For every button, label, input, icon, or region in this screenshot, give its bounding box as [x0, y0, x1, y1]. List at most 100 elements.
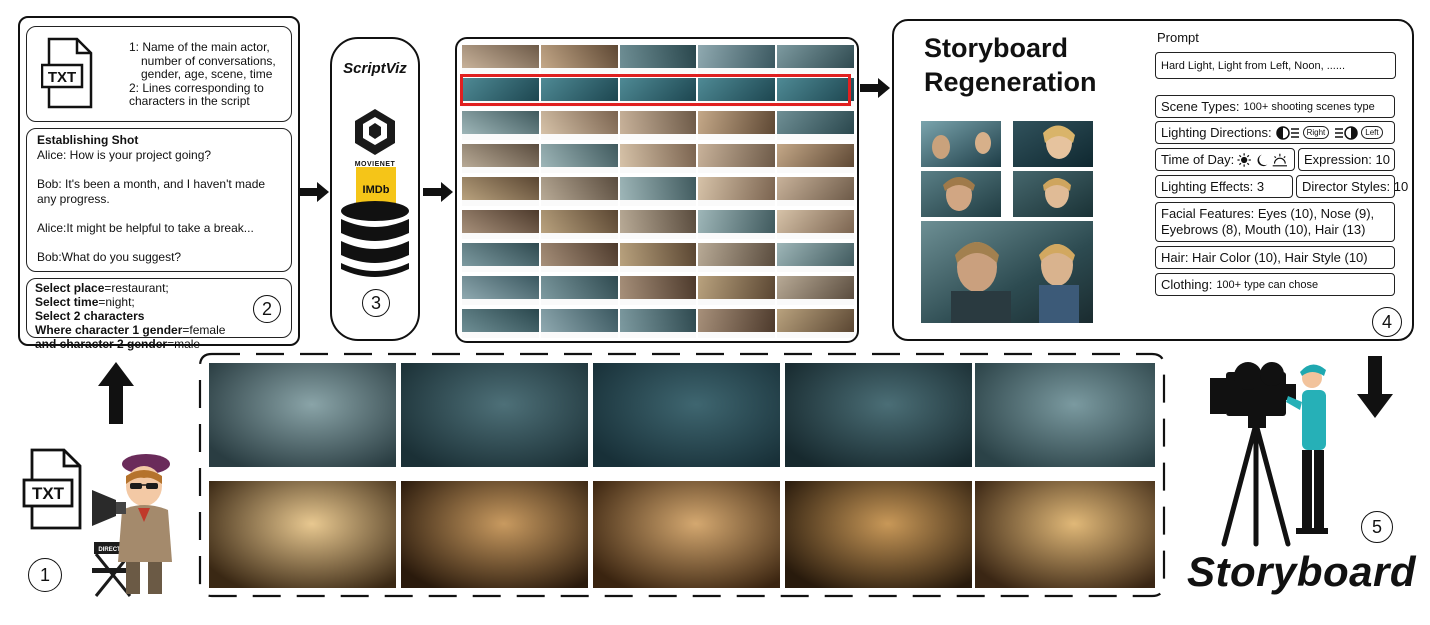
- storyboard-caption: Storyboard: [1187, 548, 1417, 595]
- thumbnail-image: [462, 309, 539, 332]
- thumbnail-image: [698, 210, 776, 233]
- movie-frames-grid: [455, 37, 859, 343]
- thumbnail-caption: [462, 233, 539, 239]
- thumbnail-image: [462, 342, 539, 343]
- info-line: 2: Lines corresponding to: [129, 80, 264, 95]
- thumbnail-caption: [540, 167, 618, 173]
- script-line: any progress.: [37, 192, 110, 206]
- storyboard-output-frame: [198, 352, 1166, 598]
- thumbnail-image: [619, 45, 697, 68]
- thumbnail-image: [619, 78, 697, 101]
- svg-text:TXT: TXT: [48, 69, 76, 86]
- thumbnail-caption: [619, 200, 697, 206]
- movie-thumbnail: [540, 111, 618, 140]
- movie-thumbnail: [619, 243, 697, 272]
- thumbnail-image: [462, 243, 539, 266]
- txt-file-icon: TXT: [22, 448, 82, 530]
- thumbnail-image: [541, 342, 618, 343]
- thumbnail-caption: [619, 167, 697, 173]
- thumbnail-caption: [619, 332, 697, 338]
- thumbnail-caption: [777, 233, 854, 239]
- thumbnail-image: [619, 309, 697, 332]
- thumbnail-caption: [540, 233, 618, 239]
- storyboard-thumbnail: [1013, 121, 1093, 167]
- thumbnail-image: [698, 309, 776, 332]
- right-pill: Right: [1302, 126, 1330, 139]
- thumbnail-image: [777, 45, 854, 68]
- movie-thumbnail: [540, 276, 618, 305]
- thumbnail-image: [540, 276, 618, 299]
- arrow-down-icon: [1357, 356, 1393, 418]
- tag-line: Facial Features: Eyes (10), Nose (9),: [1161, 206, 1375, 221]
- thumbnail-image: [698, 342, 775, 343]
- movienet-logo-icon: [355, 109, 395, 155]
- storyboard-frame-day: [209, 481, 396, 588]
- thumbnail-grid: [462, 45, 854, 343]
- thumbnail-caption: [540, 266, 618, 272]
- thumbnail-caption: [698, 332, 776, 338]
- arrow-right-icon: [860, 78, 890, 98]
- movie-thumbnail: [698, 210, 776, 239]
- movie-thumbnail: [462, 342, 539, 343]
- info-line: characters in the script: [129, 94, 250, 108]
- thumbnail-image: [698, 78, 776, 101]
- thumbnail-image: [540, 243, 618, 266]
- expression-tag: Expression: 10: [1298, 148, 1395, 171]
- thumbnail-image: [777, 243, 854, 266]
- query-line: Where character 1 gender=female: [35, 323, 226, 337]
- thumbnail-image: [777, 177, 854, 200]
- movienet-label: MOVIENET: [354, 161, 396, 168]
- storyboard-frame-night: [401, 363, 588, 467]
- movie-thumbnail: [777, 243, 854, 272]
- script-info-box: TXT 1: Name of the main actor, number of…: [26, 26, 292, 122]
- thumbnail-image: [698, 243, 776, 266]
- thumbnail-image: [540, 45, 618, 68]
- light-right-icon: [1275, 125, 1299, 140]
- movie-thumbnail: [698, 144, 776, 173]
- cameraman-icon: [1210, 362, 1328, 547]
- storyboard-frame-day: [593, 481, 780, 588]
- storyboard-frame-night: [785, 363, 972, 467]
- info-line: gender, age, scene, time: [141, 67, 273, 81]
- arrow-right-icon: [423, 182, 453, 202]
- query-line: Select time=night;: [35, 295, 135, 309]
- sun-icon: [1237, 152, 1252, 167]
- movie-thumbnail: [777, 210, 854, 239]
- database-icon: [341, 201, 409, 277]
- thumbnail-image: [540, 177, 618, 200]
- txt-file-icon: TXT: [41, 37, 93, 109]
- info-line: number of conversations,: [141, 53, 276, 68]
- step-1-badge: 1: [28, 558, 62, 592]
- thumbnail-caption: [777, 200, 854, 206]
- movie-thumbnail: [777, 177, 854, 206]
- thumbnail-image: [462, 276, 539, 299]
- thumbnail-image: [698, 111, 776, 134]
- lighting-effects-tag: Lighting Effects: 3: [1155, 175, 1293, 198]
- movie-thumbnail: [698, 177, 776, 206]
- thumbnail-image: [540, 309, 618, 332]
- prompt-value: Hard Light, Light from Left, Noon, .....…: [1161, 59, 1346, 72]
- movie-thumbnail: [462, 177, 539, 206]
- movie-thumbnail: [462, 210, 539, 239]
- movie-thumbnail: [619, 144, 697, 173]
- movie-thumbnail: [619, 309, 697, 338]
- thumbnail-caption: [462, 167, 539, 173]
- movie-thumbnail: [698, 243, 776, 272]
- tag-value: 100+ shooting scenes type: [1243, 100, 1375, 113]
- thumbnail-image: [777, 276, 854, 299]
- thumbnail-caption: [540, 134, 618, 140]
- tag-value: 100+ type can chose: [1216, 278, 1319, 291]
- thumbnail-caption: [698, 134, 776, 140]
- thumbnail-caption: [619, 299, 697, 305]
- thumbnail-image: [462, 177, 539, 200]
- script-line: Alice: How is your project going?: [37, 148, 212, 162]
- storyboard-regeneration-panel: Storyboard Regeneration Prompt Hard Ligh…: [892, 19, 1414, 341]
- storyboard-frame-day: [975, 481, 1155, 588]
- thumbnail-image: [540, 78, 618, 101]
- thumbnail-image: [777, 144, 854, 167]
- thumbnail-image: [698, 276, 776, 299]
- movie-thumbnail: [540, 144, 618, 173]
- movie-thumbnail: [619, 177, 697, 206]
- moon-icon: [1257, 154, 1268, 166]
- script-info-text: 1: Name of the main actor, number of con…: [129, 40, 289, 109]
